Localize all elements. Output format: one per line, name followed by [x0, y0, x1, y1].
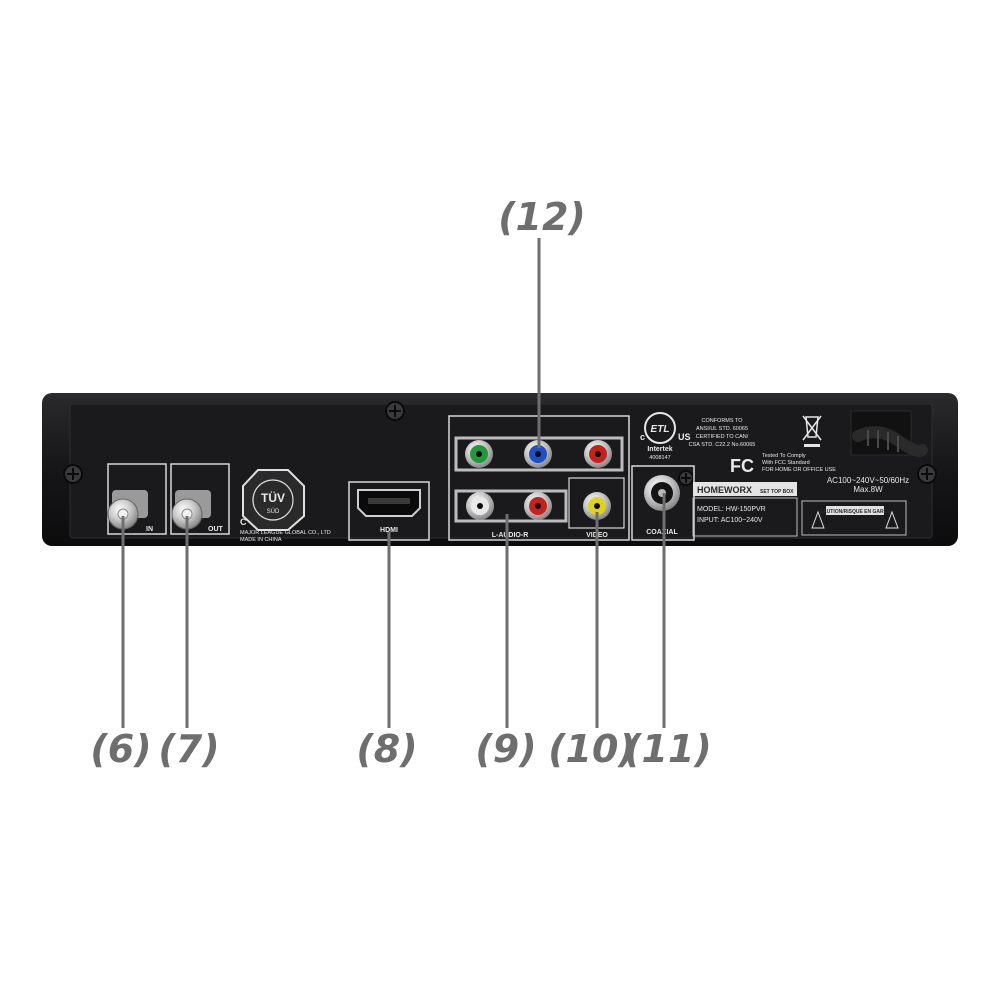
- callout-6: (6): [90, 727, 151, 771]
- component-y-port[interactable]: [465, 440, 493, 468]
- svg-text:CONFORMS TO: CONFORMS TO: [701, 418, 743, 424]
- svg-text:Tested To Comply: Tested To Comply: [762, 453, 806, 459]
- rf-out-label: OUT: [208, 526, 224, 533]
- intertek-text: Intertek: [647, 446, 672, 453]
- screw-icon: [678, 470, 694, 486]
- power-max: Max.8W: [853, 485, 883, 494]
- tuv-text: TÜV: [261, 490, 285, 505]
- svg-text:FC: FC: [730, 456, 754, 476]
- rf-out-port[interactable]: OUT: [170, 463, 230, 535]
- audio-highlight: [454, 489, 568, 523]
- hdmi-label: HDMI: [380, 527, 398, 534]
- brand-sub: SET TOP BOX: [760, 489, 794, 495]
- callout-12: (12): [498, 195, 586, 239]
- audio-right-port[interactable]: [524, 492, 552, 520]
- power-rating: AC100~240V~50/60Hz: [827, 476, 909, 485]
- input-text: INPUT: AC100~240V: [697, 517, 763, 524]
- etl-us: US: [678, 432, 691, 442]
- audio-left-port[interactable]: [466, 492, 494, 520]
- svg-text:CAUTION/RISQUE EN GARDE: CAUTION/RISQUE EN GARDE: [819, 509, 891, 515]
- conformance-text: CONFORMS TO ANSI/UL STD. 60065 CERTIFIED…: [689, 418, 756, 448]
- ce-mark: C: [240, 517, 247, 527]
- etl-logo: ETL c US Intertek 4008147: [640, 412, 691, 461]
- screw-icon: [385, 401, 405, 421]
- svg-text:ANSI/UL STD. 60065: ANSI/UL STD. 60065: [696, 426, 748, 432]
- coaxial-port[interactable]: COAXIAL: [631, 465, 695, 541]
- svg-text:ETL: ETL: [651, 424, 670, 435]
- rf-in-label: IN: [146, 526, 153, 533]
- svg-text:CERTIFIED TO CAN/: CERTIFIED TO CAN/: [696, 434, 749, 440]
- svg-text:CSA STD. C22.2 No.60065: CSA STD. C22.2 No.60065: [689, 442, 756, 448]
- callout-10: (10): [548, 727, 636, 771]
- video-port[interactable]: [583, 492, 611, 520]
- svg-text:FOR HOME OR OFFICE USE: FOR HOME OR OFFICE USE: [762, 467, 836, 473]
- leader-lines: [121, 238, 666, 728]
- component-pr-port[interactable]: [584, 440, 612, 468]
- coaxial-label: COAXIAL: [646, 529, 678, 536]
- etl-c: c: [640, 432, 645, 442]
- power-cord: [850, 410, 928, 457]
- fcc-logo: FC Tested To Comply With FCC Standard FO…: [730, 453, 836, 476]
- callout-7: (7): [158, 727, 219, 771]
- maker-line1: MAJOR LEAGUE GLOBAL CO., LTD: [240, 530, 331, 536]
- product-label: HOMEWORX SET TOP BOX MODEL: HW-150PVR IN…: [692, 482, 798, 537]
- component-pb-port[interactable]: [524, 440, 552, 468]
- audio-label: L-AUDIO-R: [492, 532, 529, 539]
- callout-11: (11): [624, 727, 712, 771]
- weee-icon: [802, 415, 822, 447]
- model-text: MODEL: HW-150PVR: [697, 506, 766, 513]
- intertek-number: 4008147: [649, 455, 670, 461]
- maker-line2: MADE IN CHINA: [240, 537, 282, 543]
- screw-icon: [63, 464, 83, 484]
- callout-9: (9): [475, 727, 536, 771]
- caution-label: CAUTION/RISQUE EN GARDE: [801, 500, 907, 536]
- hdmi-port[interactable]: HDMI: [348, 481, 430, 541]
- screw-icon: [917, 464, 937, 484]
- tuv-sub-text: SÜD: [267, 508, 280, 515]
- brand-name: HOMEWORX: [697, 485, 752, 495]
- svg-text:With FCC Standard: With FCC Standard: [762, 460, 810, 466]
- callout-8: (8): [356, 727, 417, 771]
- tuv-sud-logo: TÜV SÜD: [242, 469, 305, 531]
